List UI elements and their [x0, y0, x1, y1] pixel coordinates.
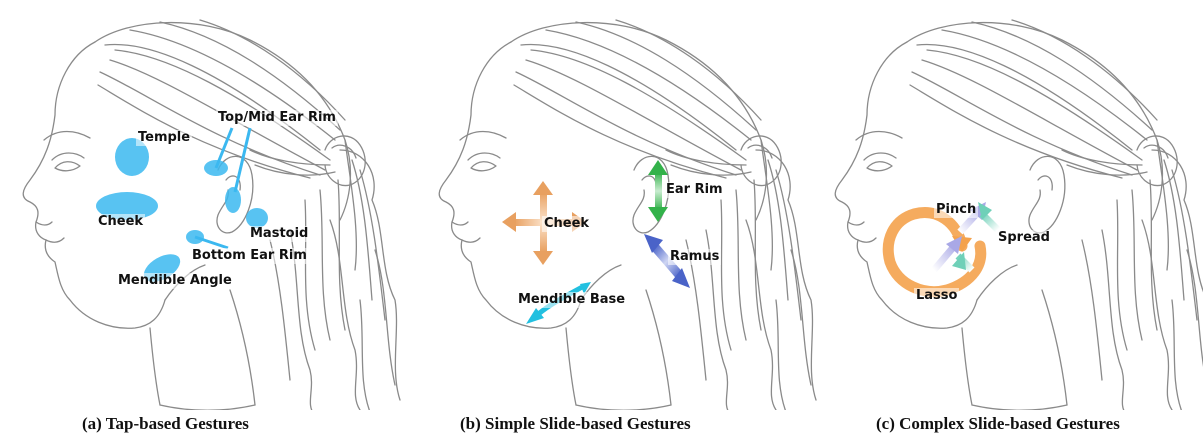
caption-c: (c) Complex Slide-based Gestures	[876, 414, 1120, 434]
label-lasso: Lasso	[914, 288, 959, 304]
label-ear-rim: Ear Rim	[664, 182, 725, 198]
face-sketch-b	[416, 0, 817, 410]
face-sketch-a	[0, 0, 401, 410]
label-cheek: Cheek	[96, 214, 145, 230]
label-mendible-angle: Mendible Angle	[116, 273, 234, 289]
label-cheek-b: Cheek	[542, 216, 591, 232]
panel-tap-gestures: Temple Top/Mid Ear Rim Cheek Mastoid Bot…	[0, 0, 401, 442]
label-pinch: Pinch	[934, 202, 978, 218]
label-ramus: Ramus	[668, 249, 721, 265]
caption-b: (b) Simple Slide-based Gestures	[460, 414, 691, 434]
label-top-mid-ear-rim: Top/Mid Ear Rim	[216, 110, 338, 126]
label-mastoid: Mastoid	[248, 226, 310, 242]
label-temple: Temple	[136, 130, 192, 146]
leader-mid-ear-rim	[235, 128, 250, 192]
panel-simple-slide-gestures: Ear Rim Cheek Ramus Mendible Base (b) Si…	[416, 0, 817, 442]
label-spread: Spread	[996, 230, 1052, 246]
label-mendible-base: Mendible Base	[516, 292, 627, 308]
tap-mastoid	[246, 208, 268, 228]
tap-mid-ear-rim	[225, 187, 241, 213]
panel-complex-slide-gestures: Pinch Spread Lasso (c) Complex Slide-bas…	[812, 0, 1203, 442]
label-bottom-ear-rim: Bottom Ear Rim	[190, 248, 309, 264]
face-sketch-c	[812, 0, 1203, 410]
caption-a: (a) Tap-based Gestures	[82, 414, 249, 434]
